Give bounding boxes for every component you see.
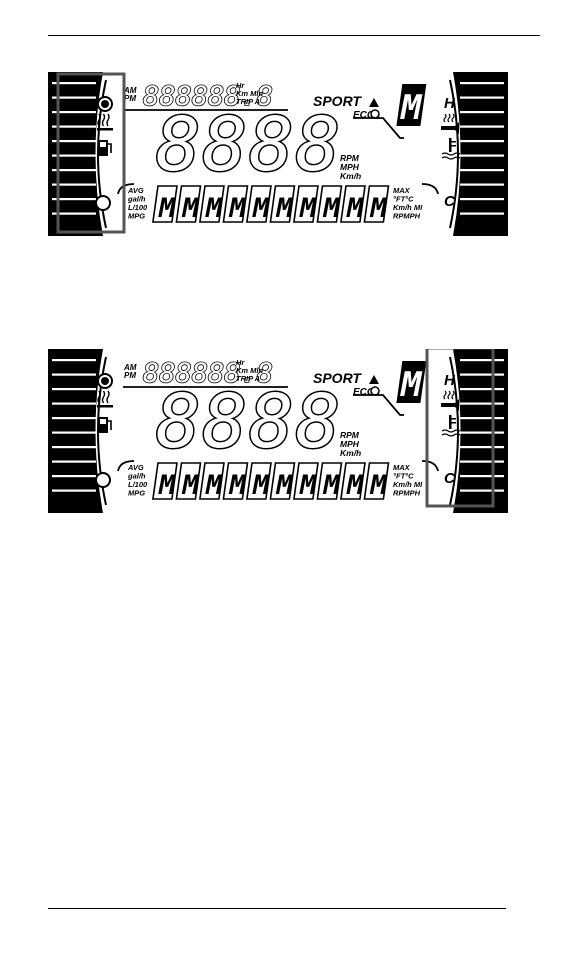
temp-gauge-bar (460, 432, 504, 434)
pm-label: PM (124, 371, 136, 380)
gear-indicator: M (400, 88, 423, 128)
footer-rule (48, 908, 506, 909)
alnum-cell: M (323, 193, 341, 224)
temp-cold-label: C (444, 470, 456, 487)
fuel-pump-icon (98, 140, 111, 156)
fuel-gauge-bar (52, 461, 96, 463)
info-unit-label: RPMPH (393, 212, 421, 221)
kmh-label: Km/h (340, 448, 361, 458)
divider-line (353, 395, 404, 415)
alnum-cell: M (370, 193, 388, 224)
temp-gauge-bar (460, 388, 504, 390)
speed-rpm-readout: 8888 (156, 379, 342, 465)
temp-cold-label: C (444, 193, 456, 210)
temp-gauge-bar (460, 374, 504, 376)
alnum-cell: M (229, 470, 247, 501)
lower-divider-right (422, 461, 438, 471)
alnum-cell: M (276, 193, 294, 224)
temp-gauge-bar (460, 169, 504, 171)
temp-gauge-bar (460, 490, 504, 492)
fuel-gauge-bar (52, 359, 96, 361)
fuel-gauge-bar (52, 432, 96, 434)
temp-gauge-bar (460, 140, 504, 142)
info-unit-label: RPMPH (393, 489, 421, 498)
low-fuel-indicator-icon (98, 374, 112, 388)
temp-hot-label: H (444, 372, 456, 389)
eco-icon (369, 375, 379, 395)
alnum-cell: M (229, 193, 247, 224)
fuel-gauge-bar (52, 388, 96, 390)
fuel-empty-indicator-icon (96, 473, 110, 487)
temp-gauge-bar (460, 198, 504, 200)
alnum-cell: M (299, 193, 317, 224)
gear-indicator: M (400, 365, 423, 405)
alnum-cell: M (346, 470, 364, 501)
alnum-cell: M (252, 470, 270, 501)
alnum-cell: M (158, 470, 176, 501)
alnum-cell: M (323, 470, 341, 501)
temp-gauge-bar (460, 403, 504, 405)
temp-gauge-bar (460, 97, 504, 99)
temp-gauge-bar (460, 184, 504, 186)
temp-gauge-bar (460, 213, 504, 215)
temp-gauge-bar (460, 359, 504, 361)
temp-gauge-bar (460, 111, 504, 113)
temp-gauge-bar (460, 461, 504, 463)
fuel-gauge-bar (52, 490, 96, 492)
pm-label: PM (124, 94, 136, 103)
alnum-cell: M (299, 470, 317, 501)
alnum-cell: M (346, 193, 364, 224)
alnum-cell: M (370, 470, 388, 501)
temp-gauge-bar (460, 126, 504, 128)
divider-line (353, 118, 404, 138)
temp-gauge-bar (460, 475, 504, 477)
fuel-gauge-bar (52, 374, 96, 376)
kmh-label: Km/h (340, 171, 361, 181)
info-unit-label: MPG (128, 212, 145, 221)
alnum-cell: M (252, 193, 270, 224)
temp-hot-label: H (444, 95, 456, 112)
alnum-cell: M (205, 193, 223, 224)
speed-rpm-readout: 8888 (156, 102, 342, 188)
temp-gauge-bar (460, 446, 504, 448)
temp-gauge-bar (460, 417, 504, 419)
header-rule (48, 35, 540, 36)
alnum-cell: M (276, 470, 294, 501)
eco-icon (369, 98, 379, 118)
fuel-gauge-bar (52, 403, 96, 405)
fuel-gauge-bar (52, 446, 96, 448)
alnum-cell: M (158, 193, 176, 224)
fuel-gauge-bar (52, 475, 96, 477)
temp-gauge-bar (460, 155, 504, 157)
lower-divider-right (422, 184, 438, 194)
fuel-empty-indicator-icon (96, 196, 110, 210)
info-unit-label: MPG (128, 489, 145, 498)
alnum-cell: M (205, 470, 223, 501)
temp-gauge-bar (460, 82, 504, 84)
alnum-cell: M (182, 193, 200, 224)
fuel-pump-icon (98, 417, 111, 433)
fuel-gauge-bar (52, 417, 96, 419)
low-fuel-indicator-icon (98, 97, 112, 111)
alnum-cell: M (182, 470, 200, 501)
